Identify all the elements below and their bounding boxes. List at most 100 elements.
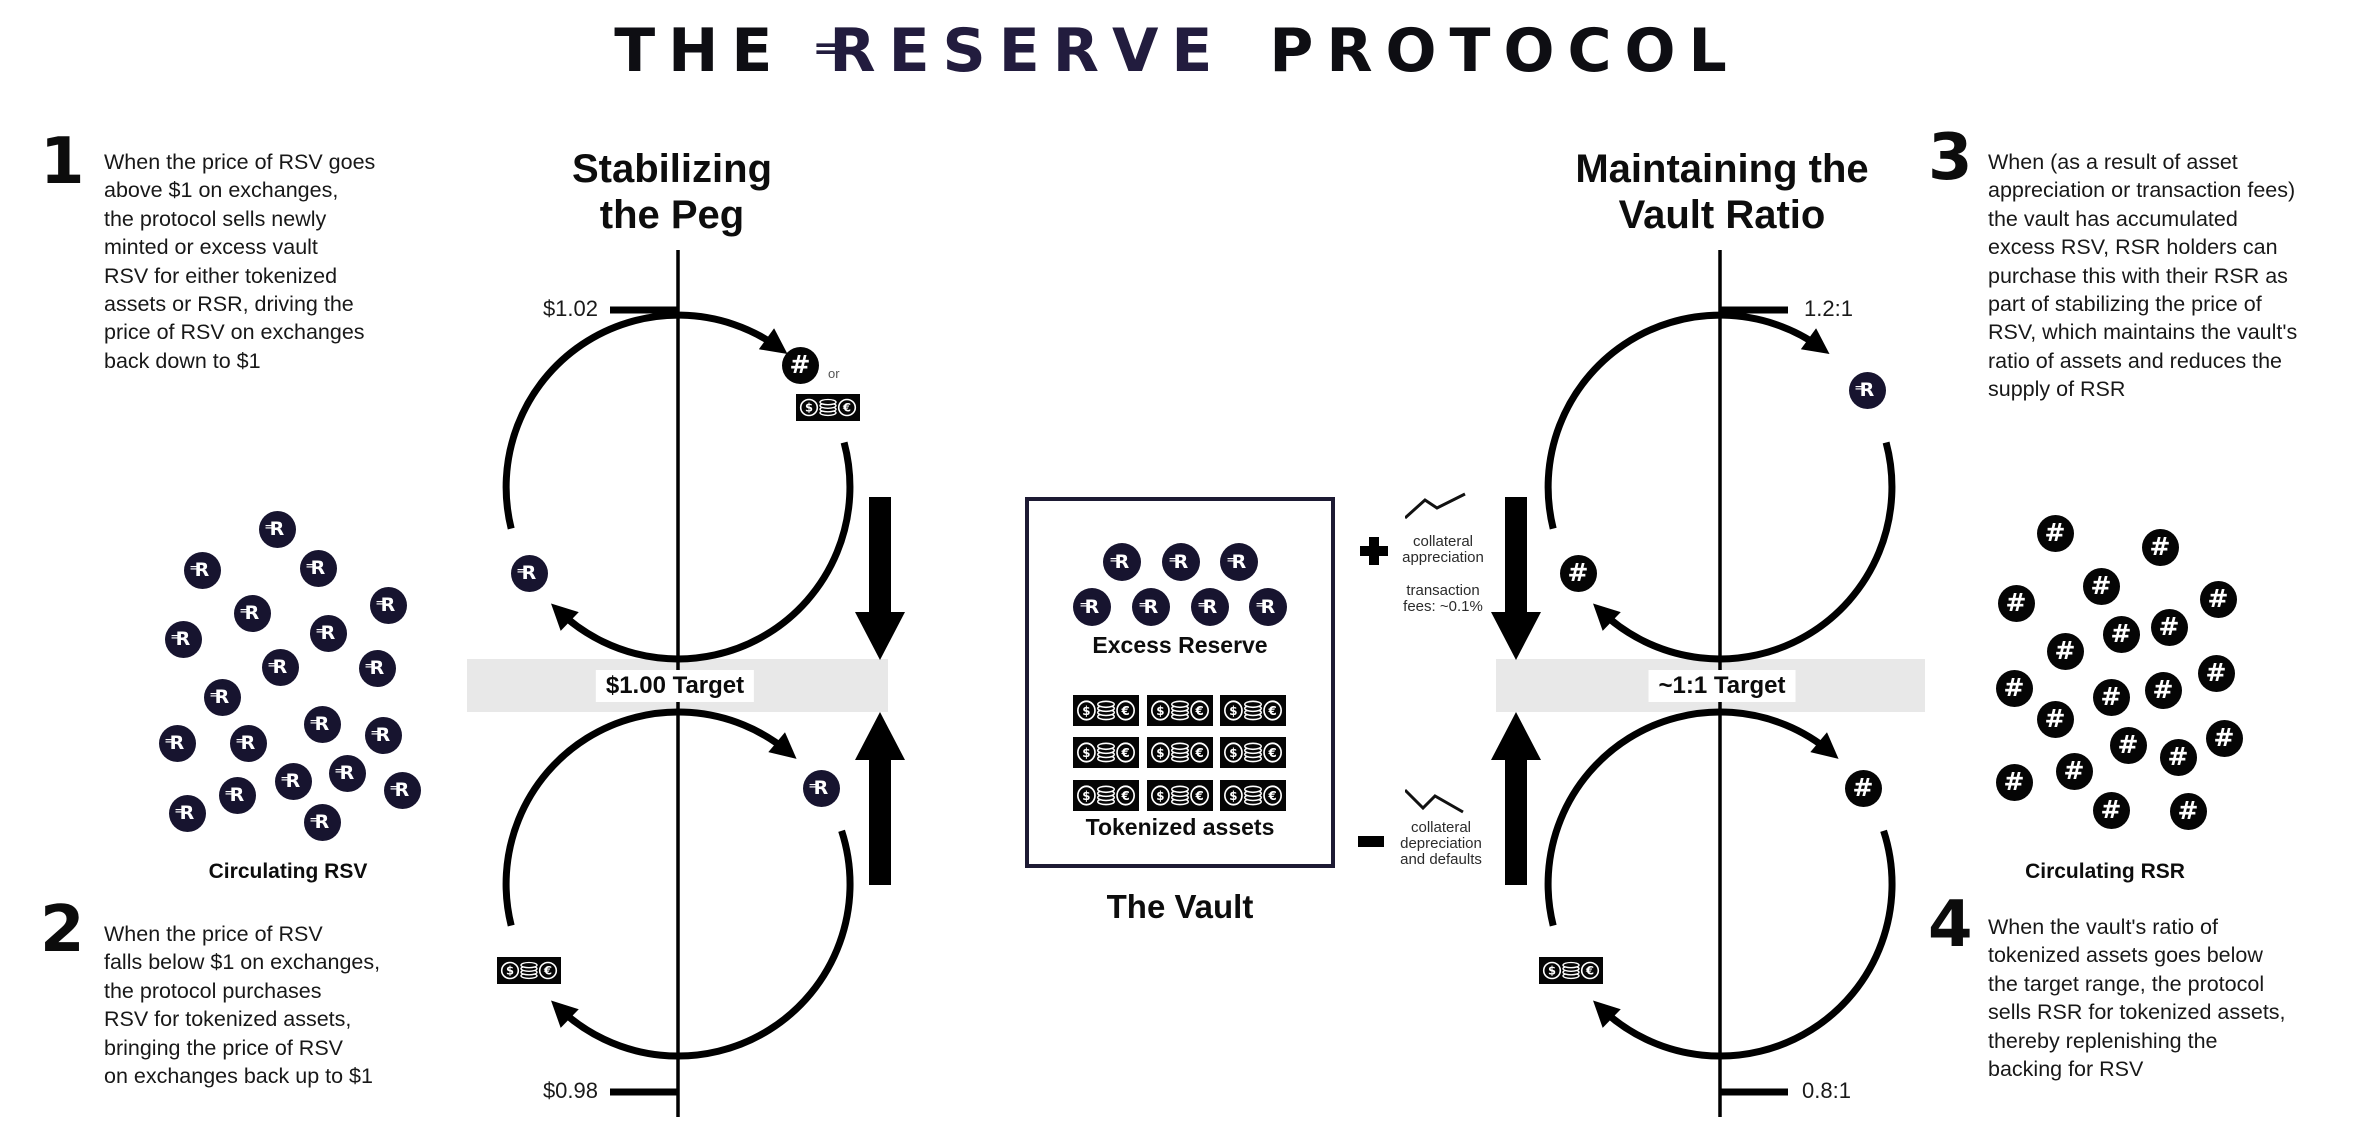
rsr-token: # [2197,654,2235,692]
rsv-token: R [328,754,366,792]
rsr-token: # [2055,752,2093,790]
ratio-down-arrow [1491,497,1541,660]
rsr-token: # [2102,615,2140,653]
rsr-token: # [1559,554,1597,592]
rsv-token: R [1191,588,1229,626]
title-word-protocol: PROTOCOL [1269,16,1740,86]
tokenized-assets-chip [1220,737,1286,768]
rsv-token: R [309,614,347,652]
rsr-token: # [2082,567,2120,605]
rsr-token: # [1997,584,2035,622]
ratio-bottom-cycle-arc-left [1593,829,1896,1060]
tokenized-assets-chip [1220,695,1286,726]
appreciation-zigzag-icon [1405,492,1466,520]
rsv-token: R [1249,588,1287,626]
rsv-token: R [229,724,267,762]
step-2-text: When the price of RSV falls below $1 on … [104,922,381,1089]
stabilizing-peg-heading: Stabilizing the Peg [572,147,772,237]
ratio-upper-tick-label: 1.2:1 [1804,296,1853,321]
peg-bottom-cycle-arc-left [551,829,854,1060]
peg-top-cycle-arc-right [502,311,788,530]
rsr-token: # [2092,791,2130,829]
rsr-token: # [2109,726,2147,764]
rsr-token: # [781,346,819,384]
step-3-text: When (as a result of asset appreciation … [1988,150,2298,402]
rsv-token: R [303,803,341,841]
rsv-token: R [258,510,296,548]
ratio-top-cycle-arc-right [1544,311,1830,530]
rsv-token: R [802,769,840,807]
ratio-lower-tick-label: 0.8:1 [1802,1078,1851,1103]
step-4-text: When the vault's ratio of tokenized asse… [1988,915,2286,1082]
step-2-number: 2 [40,893,85,967]
rsv-token: R [233,594,271,632]
excess-reserve-label: Excess Reserve [1092,632,1268,658]
step-1-number: 1 [40,125,85,199]
rsv-token: R [364,716,402,754]
rsr-token: # [2036,700,2074,738]
collateral-appreciation-note: collateral appreciation [1402,533,1484,566]
peg-bottom-cycle-arc-right [502,708,797,927]
rsv-token: R [1220,543,1258,581]
rsr-token: # [2092,678,2130,716]
vault-ratio-diagram [1491,250,1896,1117]
rsr-token: # [2205,719,2243,757]
peg-lower-tick-label: $0.98 [542,1078,598,1103]
rsv-token: R [1162,543,1200,581]
rsv-token: R [303,705,341,743]
ratio-target-label: ~1:1 Target [1648,670,1796,702]
page-title: THE RESERVE PROTOCOL [0,16,2354,86]
rsr-token: # [2159,738,2197,776]
tokenized-assets-chip [1073,780,1139,811]
peg-target-label: $1.00 Target [595,670,755,702]
transaction-fees-note: transaction fees: ~0.1% [1403,582,1483,615]
rsv-token: R [274,762,312,800]
tokenized-assets-chip [497,957,561,984]
vault-title: The Vault [1106,888,1254,925]
tokenized-assets-chip [1073,695,1139,726]
rsr-token: # [1995,669,2033,707]
circulating-rsr-label: Circulating RSR [2025,860,2185,883]
peg-top-cycle-arc-left [551,441,854,663]
title-word-the: THE [614,16,786,86]
collateral-depreciation-note: collateral depreciation and defaults [1400,819,1482,868]
tokenized-assets-chip [1073,737,1139,768]
ratio-top-cycle-arc-left [1593,441,1896,663]
rsv-token: R [164,620,202,658]
rsr-token: # [2150,608,2188,646]
rsv-token: R [183,551,221,589]
rsv-token: R [218,776,256,814]
rsv-token: R [1132,588,1170,626]
rsv-token: R [158,724,196,762]
ratio-up-arrow [1491,712,1541,885]
price-down-arrow [855,497,905,660]
rsv-token: R [383,771,421,809]
rsr-token: # [2046,632,2084,670]
rsv-token: R [369,586,407,624]
rsv-token: R [1073,588,1111,626]
rsr-token: # [1844,769,1882,807]
plus-icon [1360,537,1388,565]
tokenized-assets-chip [1147,695,1213,726]
reserve-r-logo-glyph: R [829,21,888,81]
rsv-token: R [510,554,548,592]
tokenized-assets-label: Tokenized assets [1085,814,1275,840]
or-label: or [828,366,840,381]
tokenized-assets-chip [1220,780,1286,811]
rsr-token: # [2169,792,2207,830]
rsv-token: R [261,648,299,686]
rsr-token: # [1995,763,2033,801]
step-4-number: 4 [1928,888,1973,962]
title-word-reserve: RESERVE [829,16,1225,86]
rsr-token: # [2144,671,2182,709]
vault-ratio-heading: Maintaining the Vault Ratio [1575,147,1869,237]
depreciation-zigzag-icon [1405,788,1464,814]
rsr-token: # [2141,528,2179,566]
rsv-token: R [203,678,241,716]
tokenized-assets-chip [796,394,860,421]
rsr-token: # [2199,580,2237,618]
rsr-token: # [2036,514,2074,552]
step-1-text: When the price of RSV goes above $1 on e… [104,150,376,373]
rsv-token: R [168,794,206,832]
